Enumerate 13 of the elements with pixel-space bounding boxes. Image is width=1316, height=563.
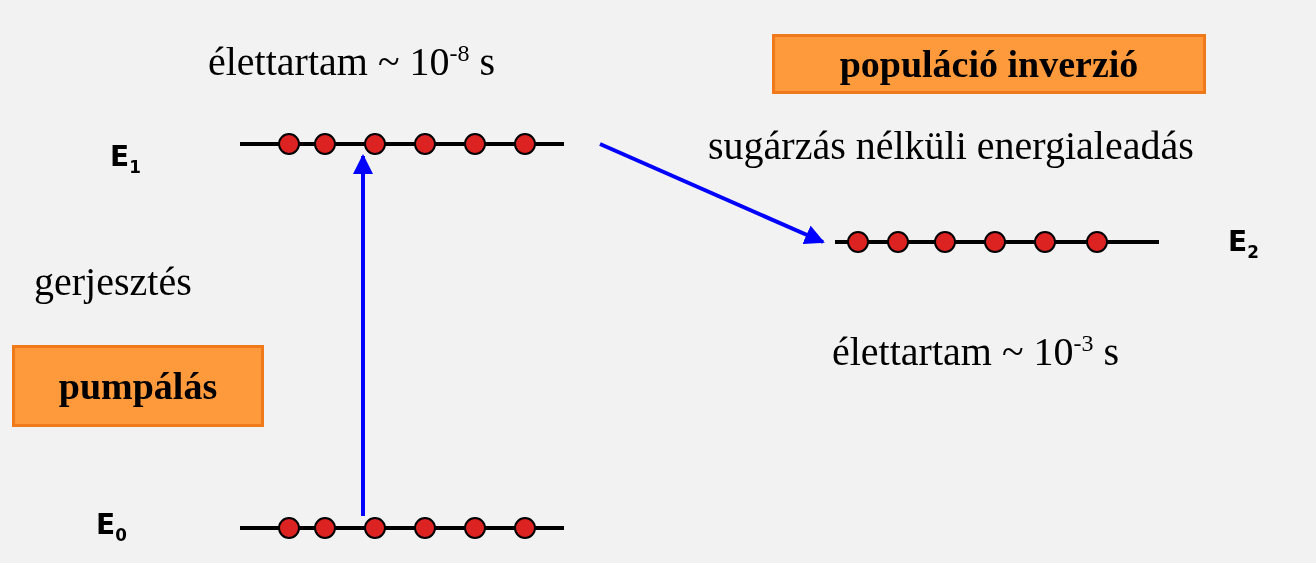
energy-level-label: E$_{2}$: [1228, 225, 1259, 262]
annotation-text: sugárzás nélküli energialeadás: [708, 122, 1194, 169]
arrow: [353, 154, 373, 516]
lifetime-label: élettartam ~ 10$^{-8}$ s: [208, 38, 496, 85]
energy-level-label: E$_{0}$: [96, 508, 127, 545]
arrow: [599, 142, 825, 244]
annotation-text: gerjesztés: [34, 258, 192, 305]
highlight-box: [772, 34, 1206, 94]
lifetime-label: élettartam ~ 10$^{-3}$ s: [832, 328, 1120, 375]
highlight-box: [12, 345, 264, 427]
box-label: populáció inverzió: [839, 42, 1139, 86]
energy-level-label: E$_{1}$: [110, 140, 141, 177]
box-label: pumpálás: [58, 364, 218, 408]
